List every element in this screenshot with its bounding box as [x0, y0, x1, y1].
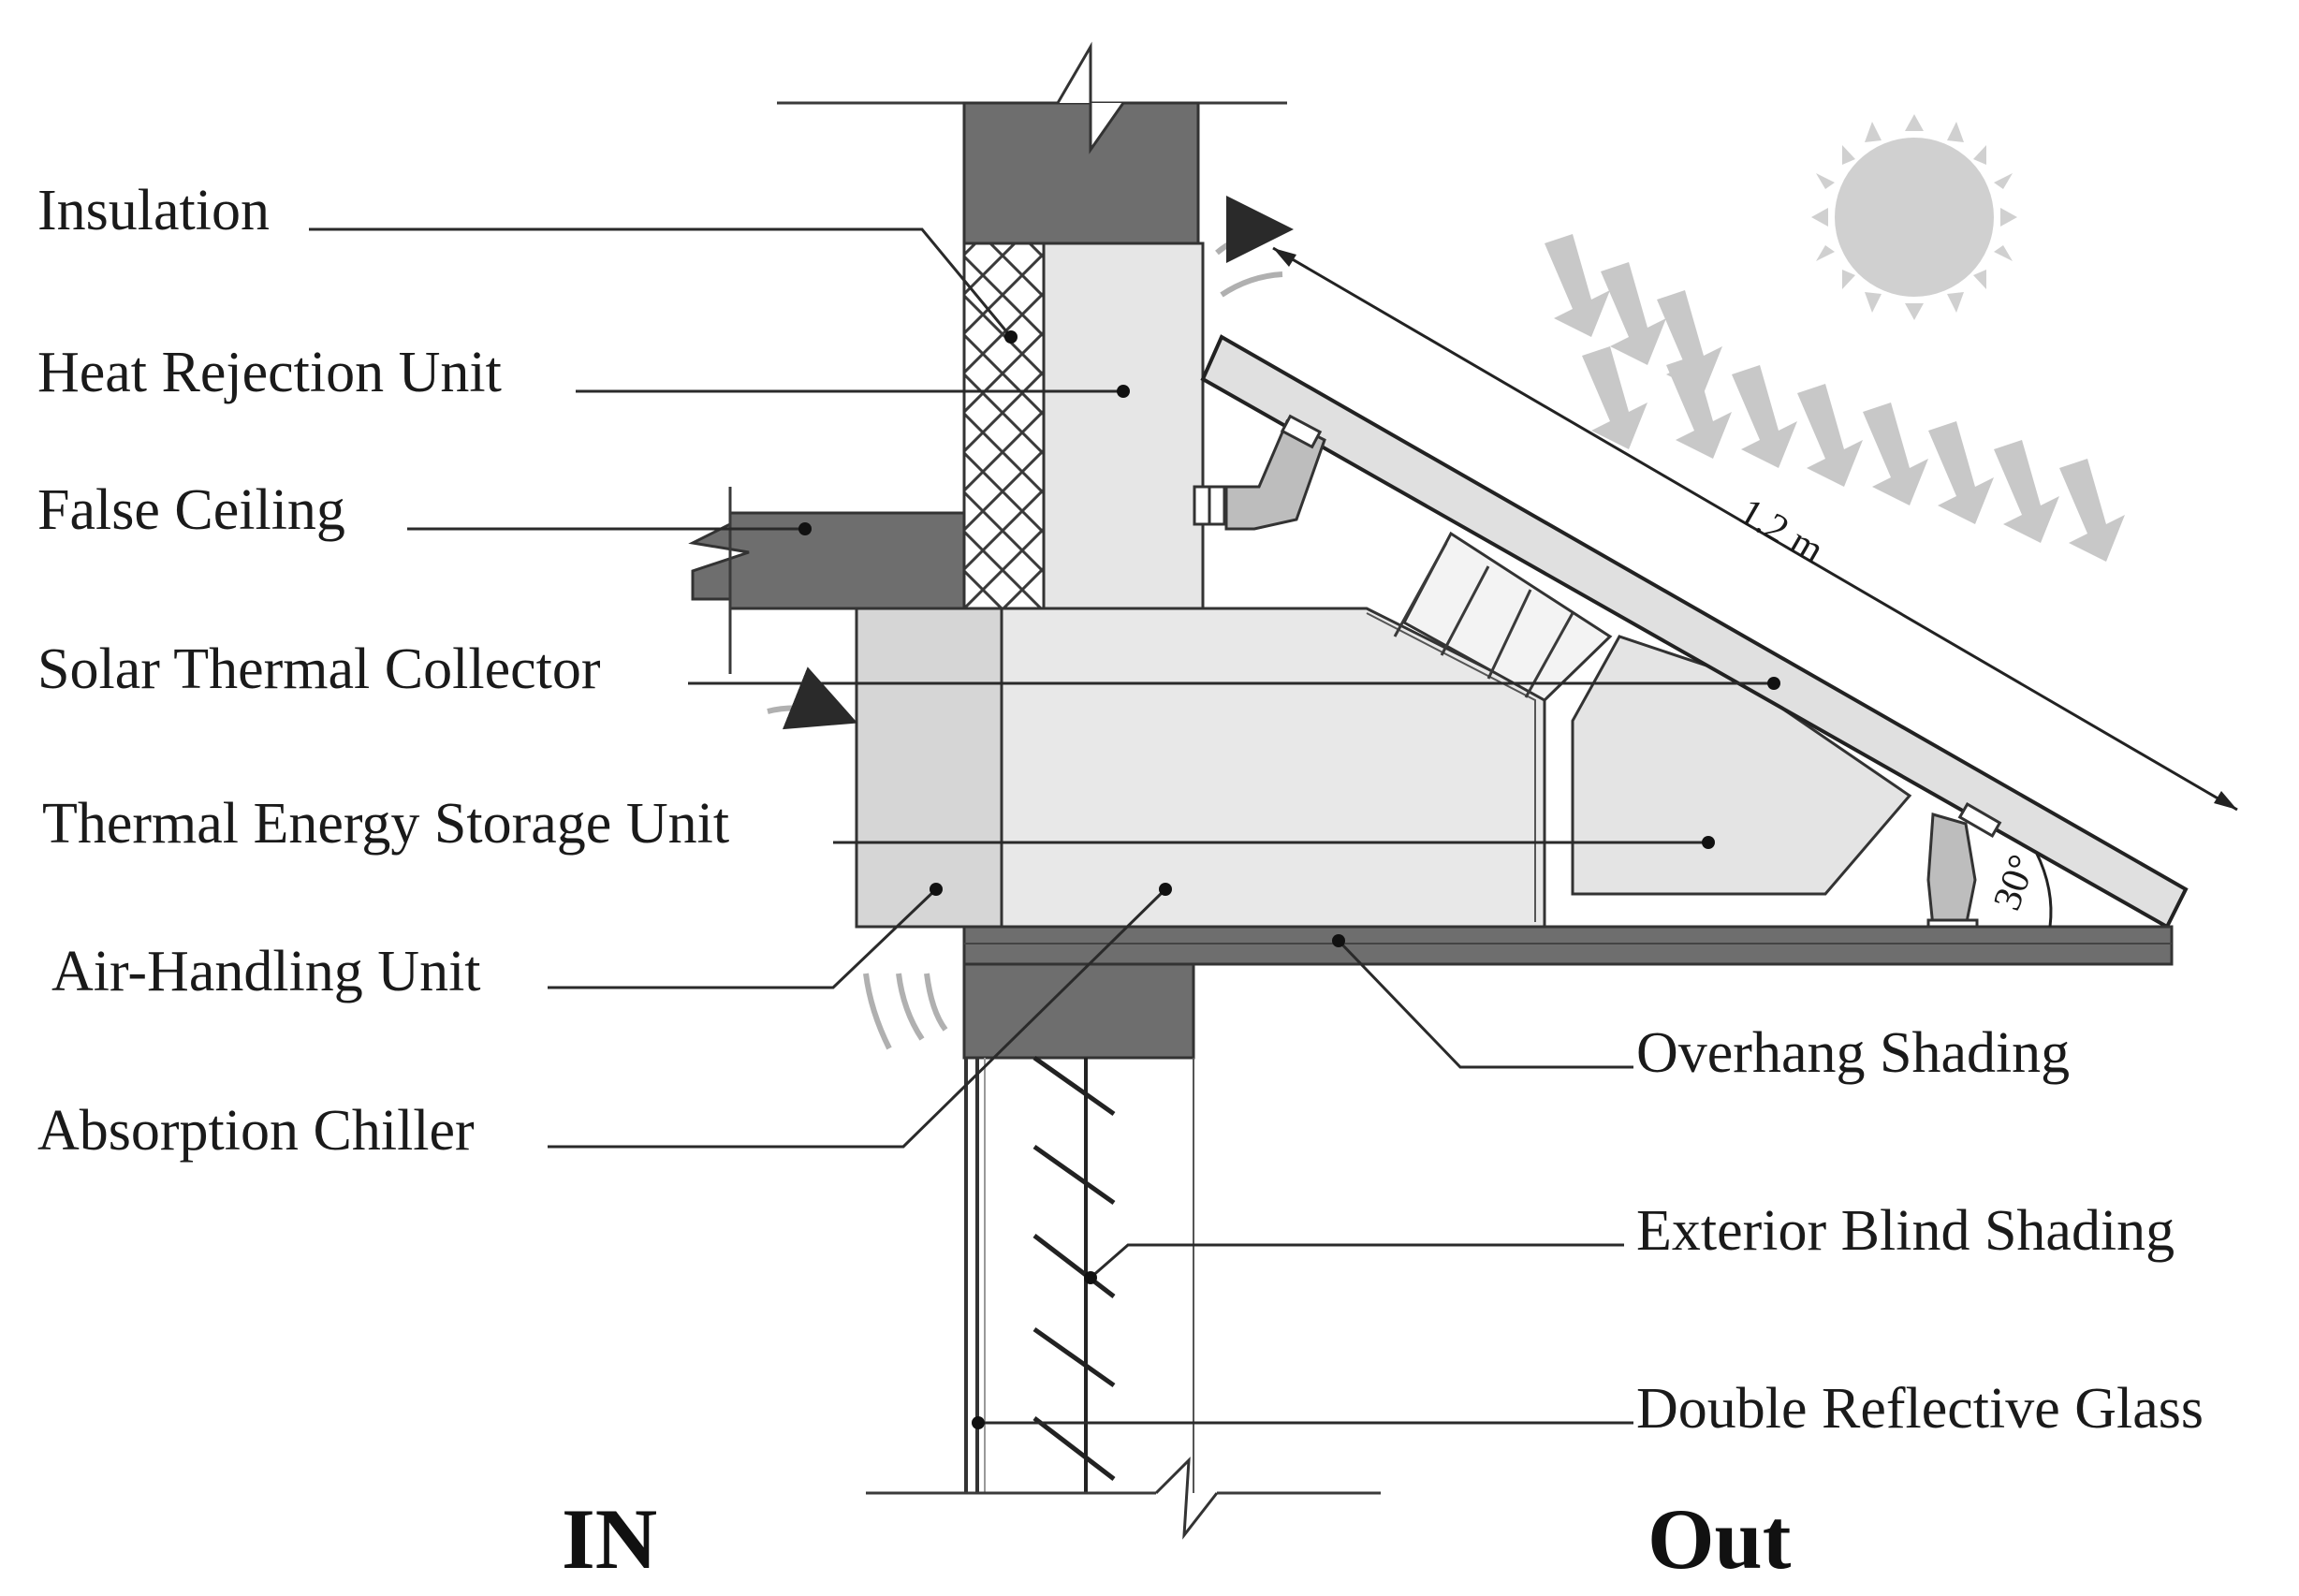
overhang-shading-shape — [962, 925, 2174, 966]
label-inside: IN — [562, 1491, 657, 1587]
upper-wall — [777, 41, 1287, 245]
airflow-arrow-icon — [767, 196, 1294, 1050]
tilt-angle-label: 30° — [1985, 849, 2044, 915]
sunlight-arrows-icon — [1545, 234, 2125, 562]
label-air-handling-unit: Air-Handling Unit — [51, 940, 481, 1003]
lintel — [962, 962, 1195, 1060]
label-absorption-chiller: Absorption Chiller — [37, 1099, 475, 1163]
heat-rejection-unit-shape — [1042, 242, 1205, 610]
label-heat-rejection-unit: Heat Rejection Unit — [37, 341, 502, 404]
label-overhang-shading: Overhang Shading — [1636, 1021, 2070, 1085]
solar-collector-panel — [1200, 334, 2189, 930]
sun-icon — [1811, 114, 2017, 320]
exterior-blind-shape — [1032, 1055, 1116, 1493]
double-reflective-glass-shape — [964, 1058, 1194, 1493]
air-handling-unit-shape — [855, 607, 1003, 929]
label-solar-thermal-collector: Solar Thermal Collector — [37, 637, 601, 701]
label-insulation: Insulation — [37, 179, 270, 242]
label-thermal-energy-storage-unit: Thermal Energy Storage Unit — [42, 792, 729, 856]
tilt-angle-dimension: 30° — [1985, 849, 2053, 928]
absorption-chiller-shape — [1000, 607, 1546, 929]
collector-length-label: 1.2 m — [1732, 491, 1831, 573]
lower-bracket — [1926, 802, 2002, 937]
leader-lines — [309, 227, 1780, 1429]
label-double-reflective-glass: Double Reflective Glass — [1636, 1377, 2204, 1441]
insulation-layer — [962, 242, 1046, 610]
bottom-floor-line — [866, 1457, 1381, 1540]
upper-bracket — [1193, 414, 1326, 531]
label-outside: Out — [1647, 1491, 1792, 1587]
label-exterior-blind-shading: Exterior Blind Shading — [1636, 1199, 2175, 1263]
false-ceiling-shape — [688, 487, 966, 674]
label-false-ceiling: False Ceiling — [37, 478, 345, 542]
thermal-energy-storage-shape — [1571, 635, 1912, 896]
